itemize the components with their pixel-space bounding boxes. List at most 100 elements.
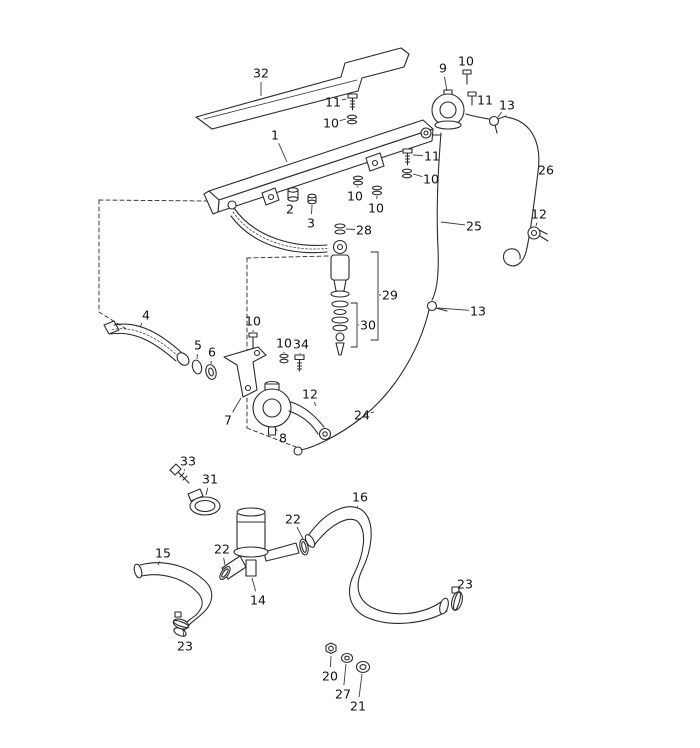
y-fitting-13-top: [465, 113, 507, 134]
hose-16: [304, 506, 449, 624]
leader-line-20: [329, 655, 332, 668]
leader-line-23: [458, 591, 461, 594]
fitting-12-right: [527, 226, 549, 242]
part-label-27: 27: [335, 687, 351, 702]
leader-line-9: [444, 76, 448, 92]
part-label-7: 7: [224, 413, 232, 428]
fuel-rail-1: [203, 119, 434, 215]
part-label-12: 12: [531, 207, 547, 222]
leader-line-1: [278, 143, 288, 163]
damper-9: [431, 89, 465, 130]
part-label-11: 11: [477, 93, 493, 108]
leader-line-21: [358, 673, 363, 698]
leader-line-14: [251, 577, 257, 592]
washers-10-center: [352, 175, 383, 196]
leader-line-25: [440, 221, 466, 226]
screw-11-mid: [402, 148, 413, 166]
part-label-29: 29: [382, 288, 398, 303]
leader-line-7: [232, 397, 242, 413]
part-label-11: 11: [325, 95, 341, 110]
screw-11-right: [467, 91, 477, 106]
screw-11-left: [347, 93, 358, 111]
leader-line-22: [296, 526, 304, 540]
bolt-34: [294, 354, 305, 372]
pressure-regulator-8: [252, 380, 292, 436]
leader-lines: [139, 69, 538, 698]
part-label-15: 15: [155, 546, 171, 561]
leader-line-10: [412, 173, 423, 178]
part-label-3: 3: [307, 216, 315, 231]
leader-line-10: [339, 118, 347, 122]
part-label-23: 23: [177, 639, 193, 654]
leader-line-8: [274, 427, 278, 432]
bracket-7: [223, 346, 267, 398]
part-label-10: 10: [368, 201, 384, 216]
cap-28: [334, 223, 346, 235]
leader-line-27: [343, 663, 347, 686]
hose-25: [431, 132, 442, 301]
y-fitting-13-mid: [426, 300, 448, 312]
injector-29: [330, 239, 350, 298]
leader-line-11: [412, 154, 424, 156]
leader-line-12: [313, 401, 317, 407]
part-label-10: 10: [347, 189, 363, 204]
washer-6: [205, 364, 217, 380]
leader-line-4: [139, 322, 143, 328]
cover-bracket-32: [195, 47, 410, 130]
part-label-11: 11: [424, 149, 440, 164]
part-label-32: 32: [253, 66, 269, 81]
part-label-10: 10: [423, 172, 439, 187]
part-label-30: 30: [360, 318, 376, 333]
leader-line-13: [497, 111, 502, 118]
clamp-22-b: [219, 565, 231, 581]
ring-21: [355, 660, 371, 674]
leader-line-12: [535, 222, 538, 227]
part-label-21: 21: [350, 699, 366, 714]
part-label-4: 4: [142, 308, 150, 323]
leader-line-15: [157, 561, 160, 566]
screw-10-bracket: [248, 332, 258, 350]
part-label-13: 13: [499, 98, 515, 113]
washer-5: [191, 359, 203, 375]
ring-3: [307, 193, 317, 205]
hose-15: [133, 562, 213, 637]
part-label-13: 13: [470, 304, 486, 319]
part-label-5: 5: [194, 338, 202, 353]
washers-10-left: [346, 114, 358, 125]
screw-10-topright: [462, 69, 472, 85]
leader-line-16: [356, 505, 359, 509]
hose-26: [502, 116, 540, 267]
supply-hose: [230, 207, 328, 254]
hose-12-left: [288, 401, 332, 441]
part-label-9: 9: [439, 61, 447, 76]
part-label-23: 23: [457, 577, 473, 592]
clamp-23-left: [172, 611, 190, 630]
washers-10-mid: [401, 168, 413, 179]
part-label-10: 10: [458, 54, 474, 69]
washer-27: [340, 652, 354, 664]
leader-line-28: [345, 228, 356, 230]
part-label-10: 10: [323, 116, 339, 131]
part-label-25: 25: [466, 219, 482, 234]
part-label-22: 22: [214, 542, 230, 557]
part-label-26: 26: [538, 163, 554, 178]
leader-line-22: [223, 557, 226, 566]
part-label-10: 10: [276, 336, 292, 351]
part-label-16: 16: [352, 490, 368, 505]
leader-line-3: [311, 204, 313, 215]
part-label-6: 6: [208, 345, 216, 360]
part-label-14: 14: [250, 593, 266, 608]
screw-33: [169, 463, 190, 484]
part-label-1: 1: [271, 128, 279, 143]
clamp-31: [187, 488, 221, 516]
leader-line-11: [341, 98, 347, 101]
group-bracket-lines: [350, 251, 379, 348]
part-label-22: 22: [285, 512, 301, 527]
leader-line-13: [437, 307, 470, 311]
part-label-8: 8: [279, 431, 287, 446]
part-label-12: 12: [302, 387, 318, 402]
part-label-10: 10: [245, 314, 261, 329]
hose-4: [103, 320, 190, 366]
seal-kit-30: [331, 300, 349, 356]
